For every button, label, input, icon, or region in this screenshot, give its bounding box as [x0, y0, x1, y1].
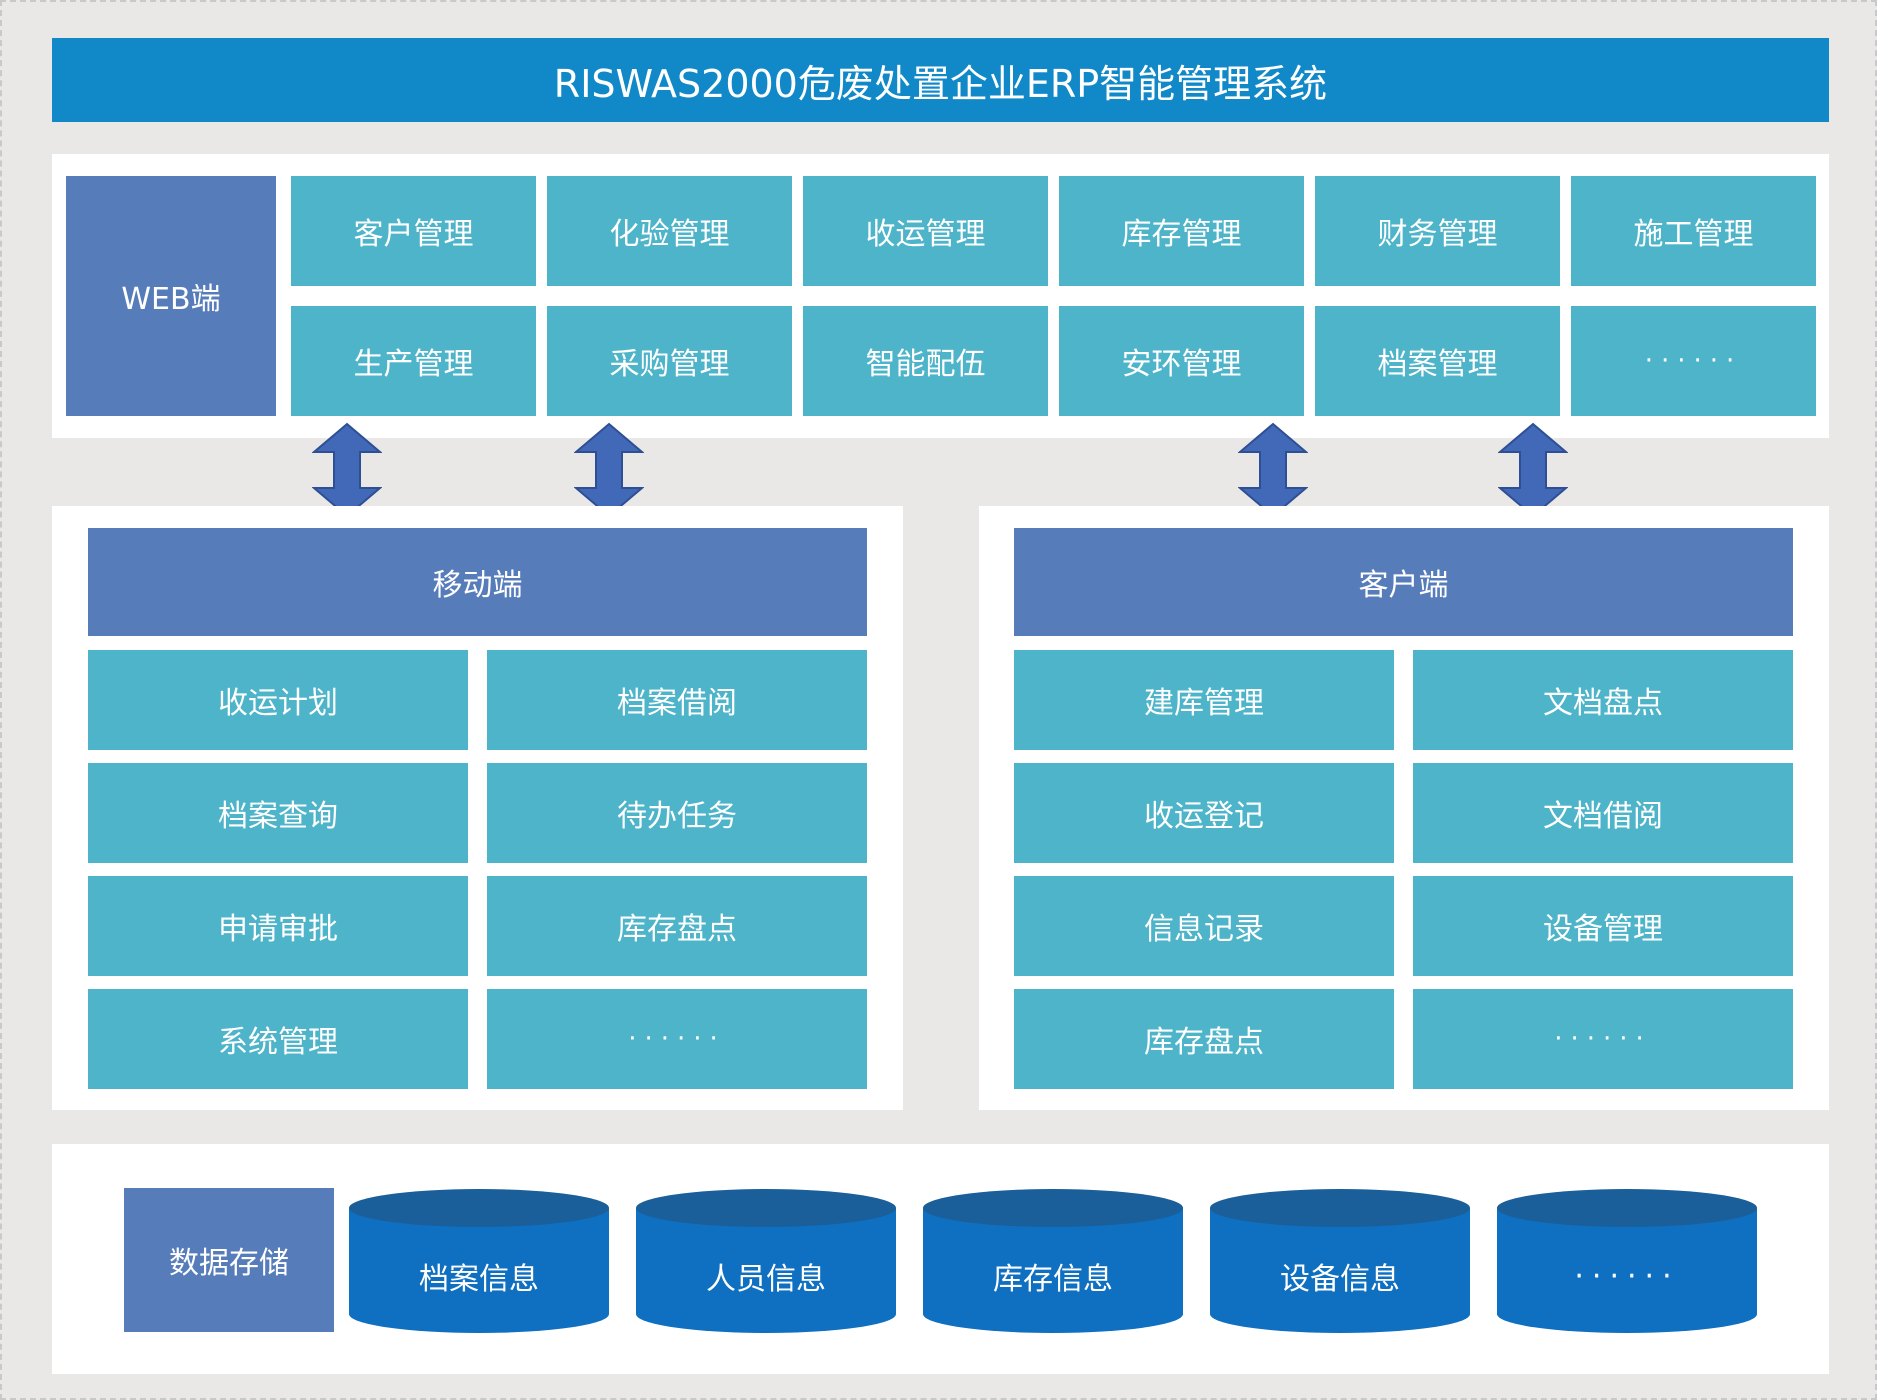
web-module: 生产管理: [291, 306, 536, 416]
web-module: 智能配伍: [803, 306, 1048, 416]
web-module: 化验管理: [547, 176, 792, 286]
web-module: 财务管理: [1315, 176, 1560, 286]
web-module: 采购管理: [547, 306, 792, 416]
database-cylinder: ······: [1496, 1188, 1758, 1334]
double-arrow-icon: [1498, 422, 1568, 518]
database-cylinder: 设备信息: [1209, 1188, 1471, 1334]
web-module: 客户管理: [291, 176, 536, 286]
storage-label: 数据存储: [124, 1188, 334, 1332]
client-item: 收运登记: [1014, 763, 1394, 863]
database-icon: [349, 1189, 609, 1333]
database-cylinder: 人员信息: [635, 1188, 897, 1334]
client-item-more: ······: [1413, 989, 1793, 1089]
client-item: 文档盘点: [1413, 650, 1793, 750]
mobile-item: 系统管理: [88, 989, 468, 1089]
mobile-item: 收运计划: [88, 650, 468, 750]
database-icon: [636, 1189, 896, 1333]
mobile-label: 移动端: [88, 528, 867, 636]
database-label: 库存信息: [993, 1262, 1113, 1297]
mobile-item: 档案借阅: [487, 650, 867, 750]
double-arrow-icon: [312, 422, 382, 518]
double-arrow-icon: [574, 422, 644, 518]
mobile-item: 待办任务: [487, 763, 867, 863]
double-arrow-icon: [1238, 422, 1308, 518]
database-label: 档案信息: [419, 1262, 539, 1297]
web-module: 施工管理: [1571, 176, 1816, 286]
database-cylinder: 库存信息: [922, 1188, 1184, 1334]
web-label: WEB端: [66, 176, 276, 416]
web-module: 库存管理: [1059, 176, 1304, 286]
client-label: 客户端: [1014, 528, 1793, 636]
mobile-item: 申请审批: [88, 876, 468, 976]
database-label-more: ······: [1574, 1258, 1680, 1294]
system-title: RISWAS2000危废处置企业ERP智能管理系统: [52, 38, 1829, 122]
mobile-item: 库存盘点: [487, 876, 867, 976]
client-item: 文档借阅: [1413, 763, 1793, 863]
database-cylinder: 档案信息: [348, 1188, 610, 1334]
web-module: 安环管理: [1059, 306, 1304, 416]
database-icon: [1210, 1189, 1470, 1333]
mobile-item-more: ······: [487, 989, 867, 1089]
web-module-more: ······: [1571, 306, 1816, 416]
client-item: 信息记录: [1014, 876, 1394, 976]
database-icon: [1497, 1189, 1757, 1333]
database-icon: [923, 1189, 1183, 1333]
web-module: 收运管理: [803, 176, 1048, 286]
database-label: 设备信息: [1280, 1262, 1400, 1297]
web-module: 档案管理: [1315, 306, 1560, 416]
mobile-item: 档案查询: [88, 763, 468, 863]
database-label: 人员信息: [706, 1262, 826, 1297]
client-item: 库存盘点: [1014, 989, 1394, 1089]
client-item: 设备管理: [1413, 876, 1793, 976]
client-item: 建库管理: [1014, 650, 1394, 750]
